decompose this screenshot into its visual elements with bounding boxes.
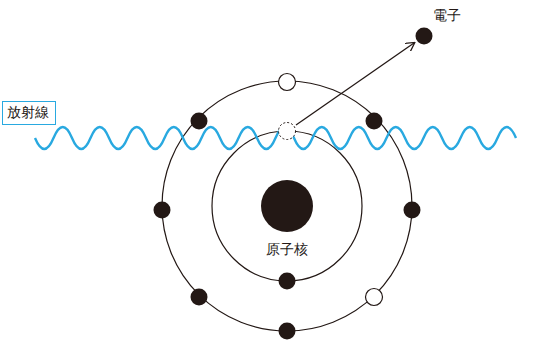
outer-orbit	[162, 81, 412, 331]
ejected-position	[279, 123, 296, 140]
radiation-wave	[35, 127, 516, 149]
vacancies	[279, 74, 383, 306]
ejected-electron	[416, 28, 433, 45]
inner-orbit	[212, 131, 362, 281]
nucleus-label: 原子核	[266, 241, 308, 258]
ejection-arrow	[296, 43, 414, 125]
nucleus	[261, 180, 313, 232]
electron-label: 電子	[433, 7, 461, 24]
label-box: 放射線	[2, 101, 56, 125]
box-text: 放射線	[7, 104, 51, 121]
